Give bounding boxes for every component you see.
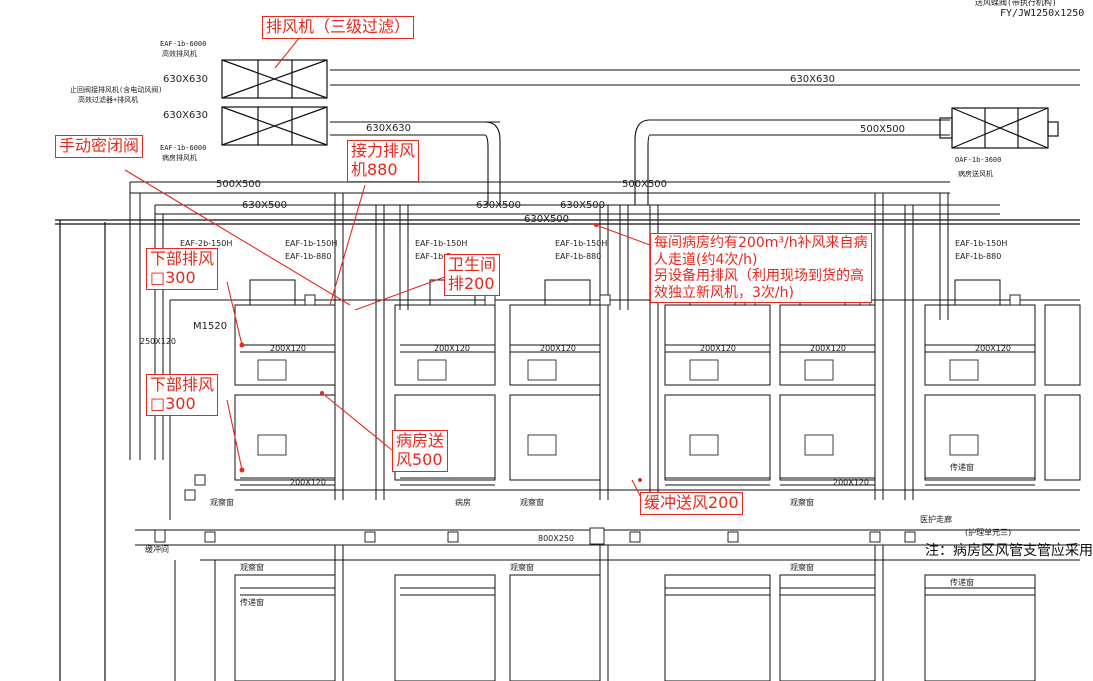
fan-label-d1: EAF-1b-150H	[955, 239, 1007, 248]
exhaust-fan-1-box	[221, 59, 328, 99]
header-code: FY/JW1250x1250	[1000, 8, 1085, 19]
duct-200-g: 200X120	[290, 478, 326, 487]
duct-200-d: 200X120	[700, 344, 736, 353]
exhaust-fan-2-box	[221, 106, 328, 146]
duct-630-top: 630X630	[790, 74, 835, 85]
duct-800x250: 800X250	[538, 534, 574, 543]
room-unit: (护理单元三)	[965, 527, 1011, 537]
duct-500-left: 500X500	[216, 179, 261, 190]
left-note-1: 止回阀接排风机(含电动风阀)	[70, 85, 162, 94]
header-small-text: 送风蝶阀(带执行机构)	[975, 0, 1057, 7]
callout-exhaust-fan: 排风机（三级过滤）	[262, 16, 415, 39]
duct-630-left-b: 630X630	[163, 110, 208, 121]
fan-label-c2: EAF-1b-880	[555, 252, 601, 261]
fan-label-b1: EAF-1b-150H	[415, 239, 467, 248]
callout-ward-supply: 病房送 风500	[392, 430, 449, 472]
callout-note-l3: 另设备用排风（利用现场到货的高	[654, 268, 864, 285]
room-transfer-2: 传递窗	[240, 597, 264, 607]
fan-label-2b: EAF-2b-150H	[180, 239, 232, 248]
fan-label-b2: EAF-1b-8	[415, 252, 451, 261]
duct-200-h: 200X120	[833, 478, 869, 487]
room-buffer-1: 缓冲间	[145, 544, 169, 554]
duct-630x500-a: 630X500	[242, 200, 287, 211]
room-observation-4: 观察窗	[240, 562, 264, 572]
callout-low-exhaust-2-l2: □300	[150, 393, 196, 413]
callout-relay-fan-l2: 机880	[351, 159, 398, 179]
duct-630x500-b: 630X500	[476, 200, 521, 211]
callout-note-l1: 每间病房约有200m³/h补风来自病	[654, 235, 868, 251]
room-transfer-3: 传递窗	[950, 577, 974, 587]
room-observation-1: 观察窗	[210, 497, 234, 507]
callout-low-exhaust-2: 下部排风 □300	[146, 374, 219, 416]
duct-500-right: 500X500	[860, 124, 905, 135]
duct-200-a: 200X120	[270, 344, 306, 353]
eaf-code-2: EAF-1b-6000	[160, 144, 206, 152]
callout-toilet-l2: 排200	[448, 273, 495, 293]
duct-250x120: 250X120	[140, 337, 176, 346]
callout-low-exhaust-2-l1: 下部排风	[150, 375, 215, 394]
callout-ward-supply-l2: 风500	[396, 449, 443, 469]
eaf-name-2: 病房排风机	[162, 153, 197, 162]
fan-label-a2: EAF-1b-880	[285, 252, 331, 261]
callout-toilet-l1: 卫生间	[448, 255, 497, 274]
room-transfer-1: 传递窗	[950, 462, 974, 472]
duct-500-center: 500X500	[622, 179, 667, 190]
duct-630-mid: 630X630	[366, 123, 411, 134]
callout-relay-fan: 接力排风 机880	[347, 140, 420, 182]
eaf-code-1: EAF-1b-6000	[160, 40, 206, 48]
bottom-note: 注：病房区风管支管应采用	[925, 543, 1093, 559]
callout-low-exhaust-1: 下部排风 □300	[146, 248, 219, 290]
duct-630-top-left: 630X630	[163, 74, 208, 85]
callout-buffer-supply: 缓冲送风200	[640, 492, 743, 515]
callout-note: 每间病房约有200m³/h补风来自病 人走道(约4次/h) 另设备用排风（利用现…	[650, 233, 872, 304]
fan-label-a1: EAF-1b-150H	[285, 239, 337, 248]
door-label: M1520	[193, 321, 227, 332]
eaf-name-1: 高效排风机	[162, 49, 197, 58]
callout-relay-fan-l1: 接力排风	[351, 141, 416, 160]
callout-note-l4: 效独立新风机，3次/h)	[654, 284, 794, 301]
duct-200-b: 200X120	[434, 344, 470, 353]
fan-label-c1: EAF-1b-150H	[555, 239, 607, 248]
duct-200-c: 200X120	[540, 344, 576, 353]
oaf-code: OAF-1b-3600	[955, 156, 1001, 164]
room-observation-3: 观察窗	[790, 497, 814, 507]
room-observation-5: 观察窗	[510, 562, 534, 572]
duct-200-f: 200X120	[975, 344, 1011, 353]
room-observation-2: 观察窗	[520, 497, 544, 507]
room-observation-6: 观察窗	[790, 562, 814, 572]
callout-low-exhaust-1-l1: 下部排风	[150, 249, 215, 268]
callout-note-l2: 人走道(约4次/h)	[654, 251, 758, 268]
callout-manual-damper: 手动密闭阀	[55, 135, 144, 158]
oaf-name: 病房送风机	[958, 169, 993, 178]
duct-200-e: 200X120	[810, 344, 846, 353]
room-ward-1: 病房	[455, 497, 471, 507]
callout-low-exhaust-1-l2: □300	[150, 267, 196, 287]
room-corridor: 医护走廊	[920, 514, 952, 524]
fan-label-d2: EAF-1b-880	[955, 252, 1001, 261]
duct-630x500-c: 630X500	[560, 200, 605, 211]
callout-ward-supply-l1: 病房送	[396, 431, 445, 450]
callout-toilet: 卫生间 排200	[444, 254, 501, 296]
left-note-2: 高效过滤器+排风机	[78, 95, 138, 104]
duct-630x500-d: 630X500	[524, 214, 569, 225]
